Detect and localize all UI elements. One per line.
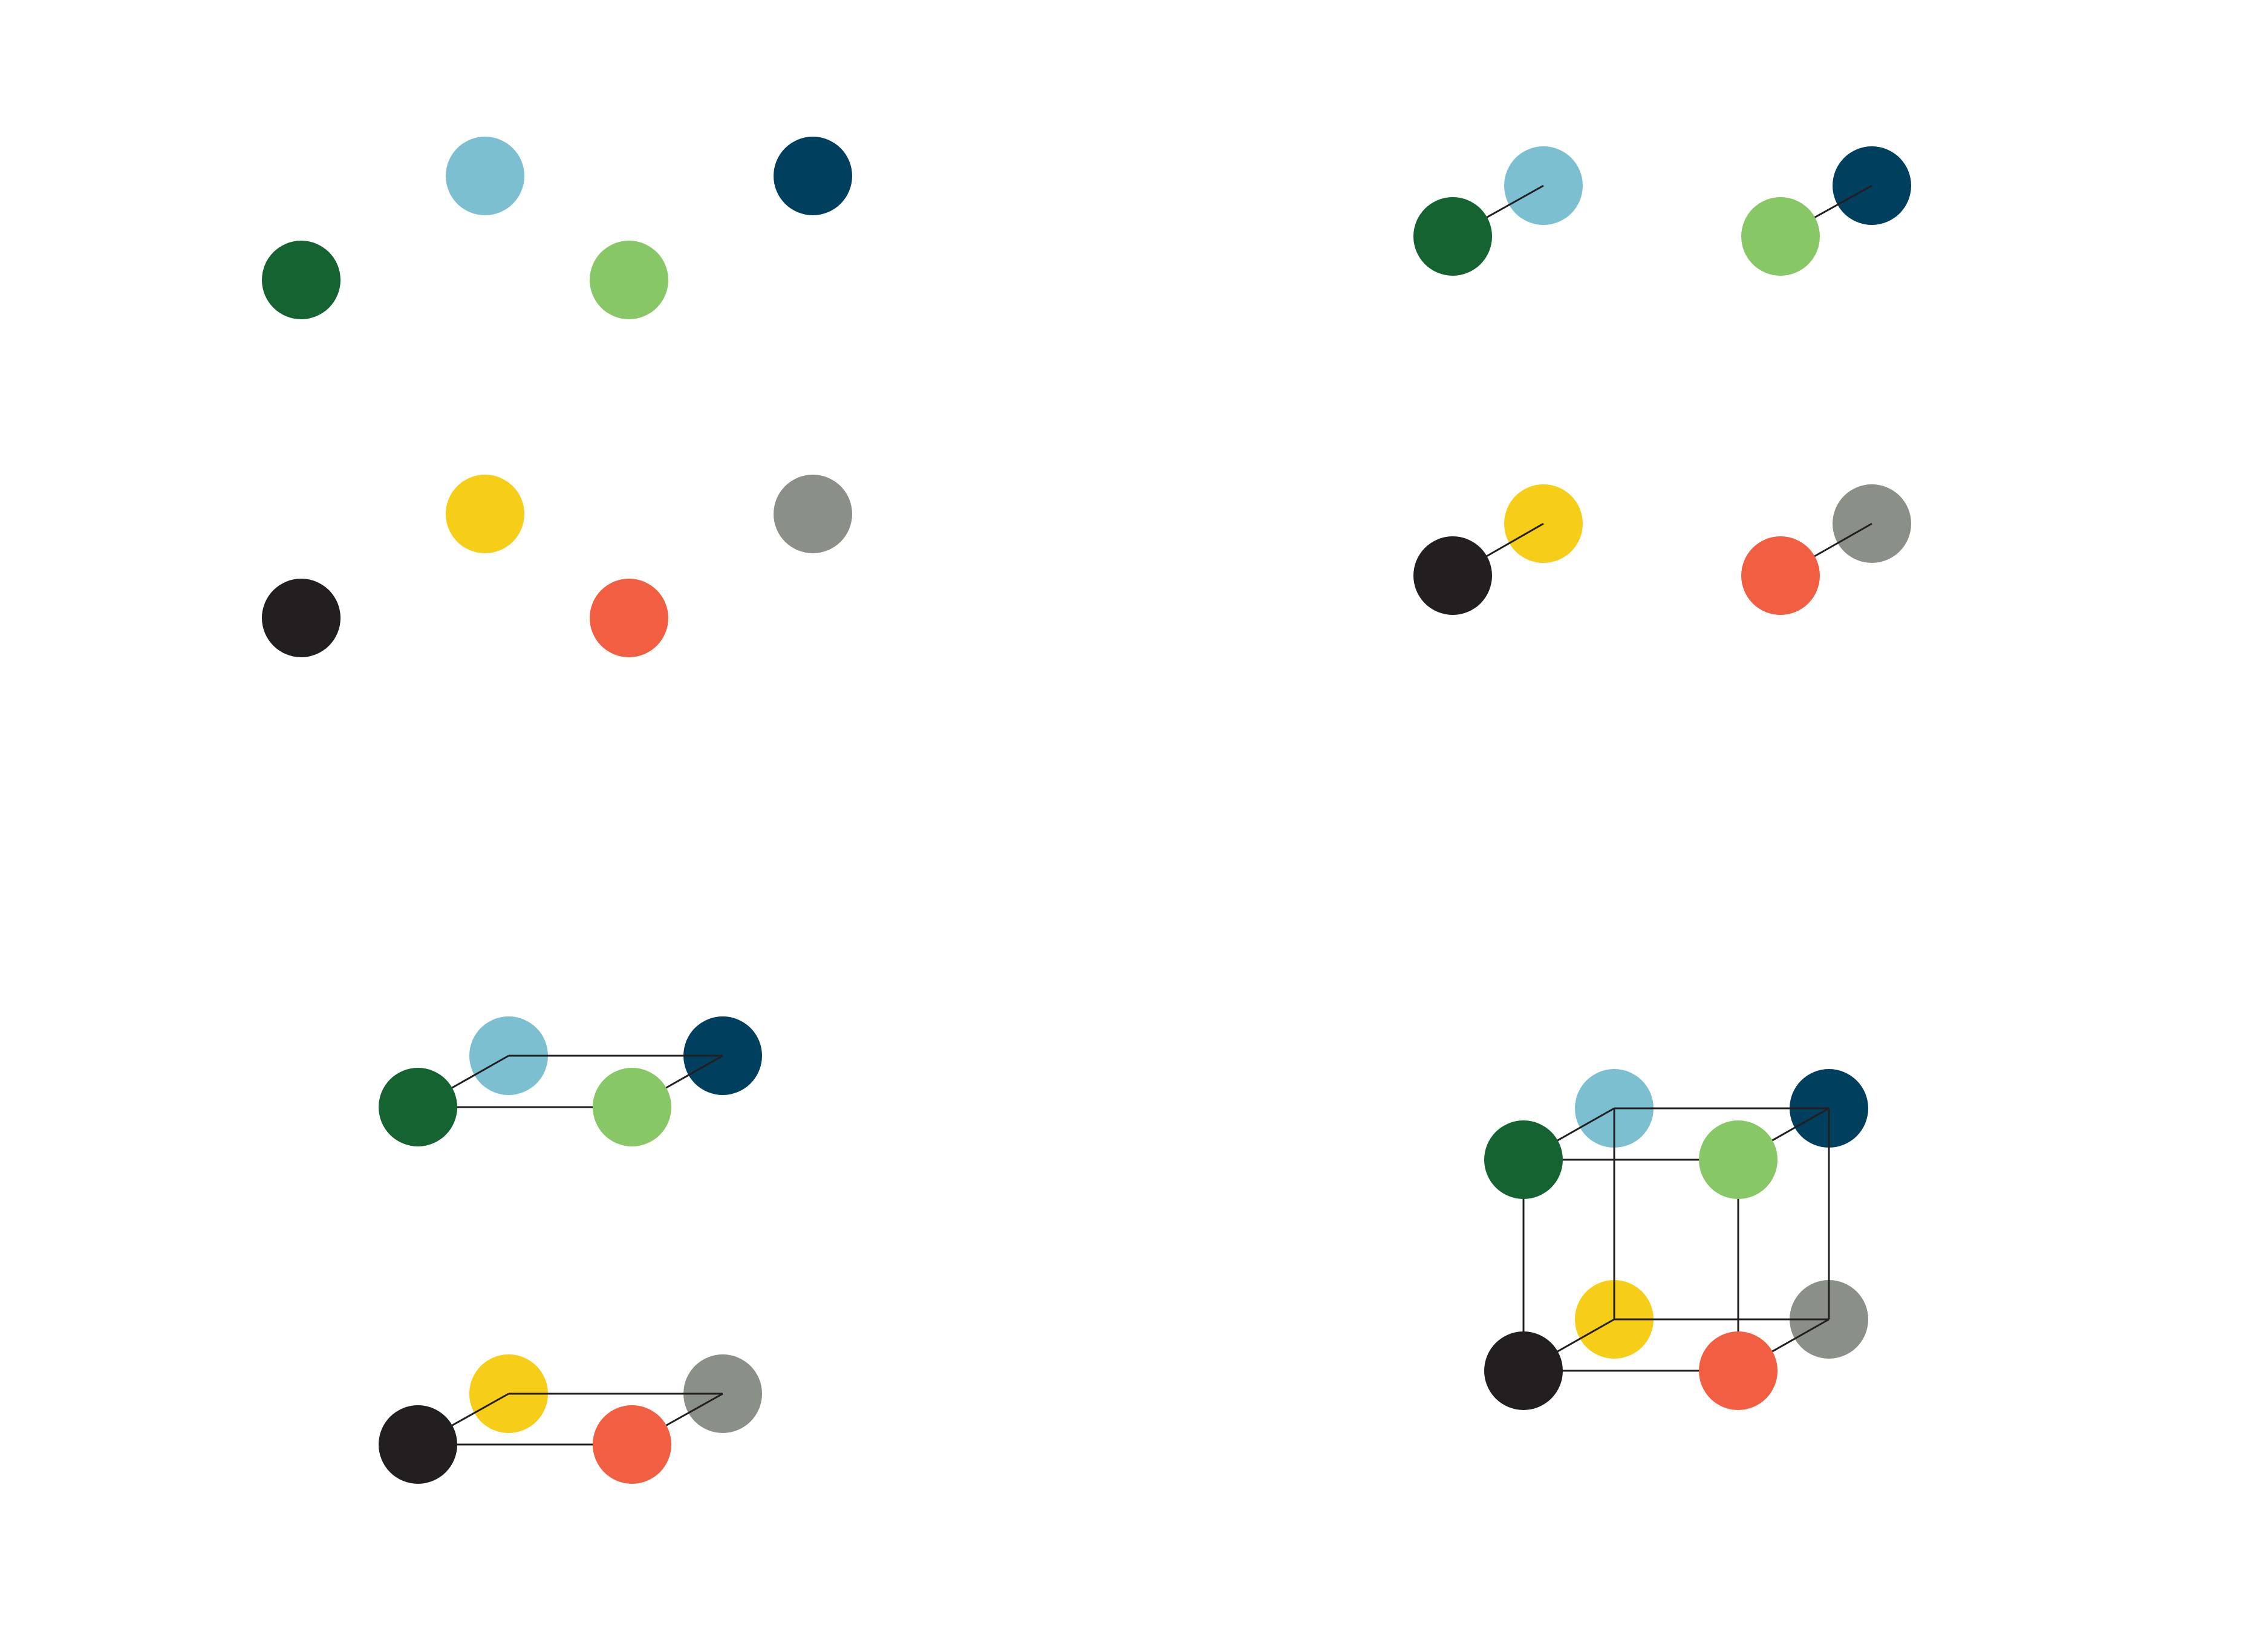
node-orange-red <box>1741 536 1820 615</box>
node-dark-green <box>379 1068 457 1146</box>
panel-joined-cube <box>1484 1069 1868 1410</box>
node-dark-green <box>262 241 341 319</box>
node-light-green <box>593 1068 671 1146</box>
node-orange-red <box>590 579 668 657</box>
node-light-green <box>1741 197 1820 276</box>
node-dark-green <box>1413 197 1492 276</box>
node-yellow <box>446 475 524 553</box>
panel-isolated-points <box>262 137 852 657</box>
node-light-green <box>1699 1120 1778 1199</box>
node-light-green <box>590 241 668 319</box>
node-black <box>1484 1331 1563 1410</box>
node-orange-red <box>1699 1331 1778 1410</box>
node-gray <box>774 475 852 553</box>
node-black <box>262 579 341 657</box>
panel-joined-pairs <box>1413 146 1911 615</box>
node-light-blue <box>446 137 524 215</box>
node-navy <box>774 137 852 215</box>
node-orange-red <box>593 1405 671 1484</box>
node-black <box>379 1405 457 1484</box>
node-black <box>1413 536 1492 615</box>
node-dark-green <box>1484 1120 1563 1199</box>
panel-joined-squares <box>379 1016 762 1484</box>
